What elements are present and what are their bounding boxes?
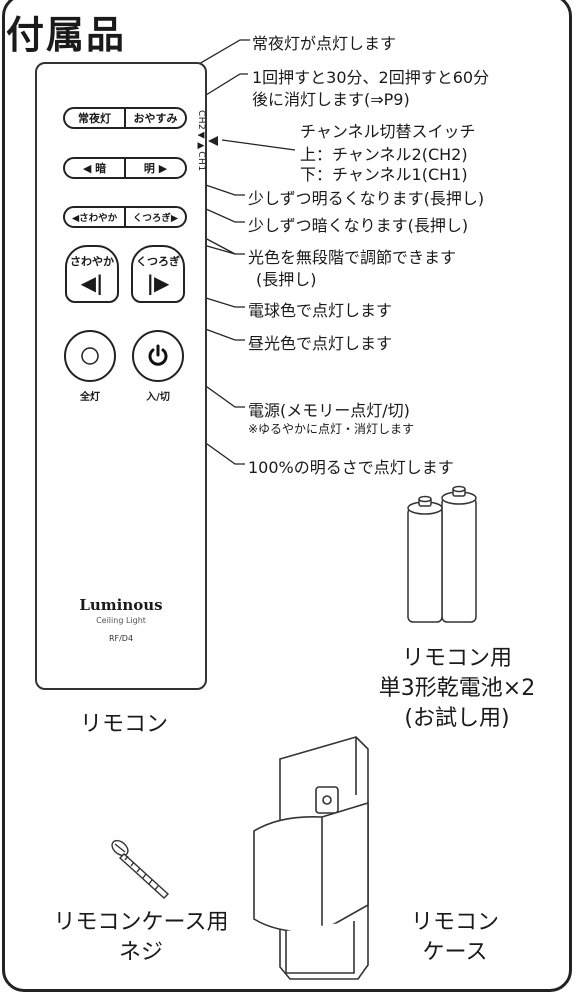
battery-caption-1: リモコン用 <box>401 646 512 671</box>
channel-switch-marks: CH2◀▶CH1 <box>196 110 206 172</box>
remote-caption: リモコン <box>80 712 169 737</box>
case-caption-1: リモコン <box>410 910 499 935</box>
remote-case-icon <box>253 736 369 980</box>
annotation-color-1: 光色を無段階で調節できます <box>248 248 457 267</box>
annotation-color-2: (長押し) <box>256 270 317 289</box>
full-light-button[interactable] <box>64 330 116 382</box>
annotation-warm: 電球色で点灯します <box>248 301 393 320</box>
power-icon <box>148 344 168 366</box>
power-button[interactable] <box>132 330 184 382</box>
power-label: 入/切 <box>146 392 170 403</box>
annotation-channel-down: 下：チャンネル1(CH1) <box>300 165 468 184</box>
annotation-brighter: 少しずつ明るくなります(長押し) <box>248 189 485 208</box>
full-light-label: 全灯 <box>80 392 100 403</box>
brighter-button[interactable]: 明 ▶ <box>124 159 185 177</box>
sleep-button[interactable]: おやすみ <box>124 109 185 127</box>
brand-name: Luminous <box>79 596 163 614</box>
kutsurogi-step-button[interactable]: くつろぎ▶ <box>124 208 185 226</box>
subbrand: Ceiling Light <box>96 616 146 625</box>
battery-icon <box>407 485 477 623</box>
model-number: RF/D4 <box>108 634 134 643</box>
remote-control: 常夜灯 おやすみ ◀ 暗 明 ▶ ◀さわやか くつろぎ▶ さわやか ◀| くつろ… <box>35 62 207 690</box>
brighter-label: 明 <box>143 162 155 175</box>
annotation-sleep-1: 1回押すと30分、2回押すと60分 <box>252 68 490 87</box>
kutsurogi-button[interactable]: くつろぎ |▶ <box>131 245 185 303</box>
annotation-night: 常夜灯が点灯します <box>252 34 397 53</box>
sawayaka-button[interactable]: さわやか ◀| <box>65 245 119 303</box>
annotation-daylight: 昼光色で点灯します <box>248 334 393 353</box>
annotation-darker: 少しずつ暗くなります(長押し) <box>248 216 469 235</box>
night-light-button[interactable]: 常夜灯 <box>78 112 111 125</box>
battery-caption-3: (お試し用) <box>404 706 510 731</box>
sawayaka-step-button[interactable]: ◀さわやか <box>71 213 118 224</box>
annotation-channel-up: 上：チャンネル2(CH2) <box>300 145 468 164</box>
left-triangle-icon: ◀ <box>82 161 92 175</box>
leader-channel <box>221 139 296 151</box>
kutsurogi-label: くつろぎ <box>136 255 180 268</box>
battery-caption-2: 単3形乾電池×2 <box>378 676 536 701</box>
screw-icon <box>111 839 170 899</box>
annotation-power-2: ※ゆるやかに点灯・消灯します <box>248 422 415 436</box>
screw-caption-1: リモコンケース用 <box>53 910 229 935</box>
darker-label: 暗 <box>95 162 107 175</box>
case-caption-2: ケース <box>422 940 488 965</box>
night-sleep-button-pair: 常夜灯 おやすみ <box>63 107 187 129</box>
annotation-power-1: 電源(メモリー点灯/切) <box>248 401 410 420</box>
skip-back-icon: ◀| <box>80 271 104 295</box>
annotation-sleep-2: 後に消灯します(⇒P9) <box>252 90 410 109</box>
brightness-button-pair: ◀ 暗 明 ▶ <box>63 157 187 179</box>
sawayaka-label: さわやか <box>70 255 114 268</box>
darker-button[interactable]: ◀ 暗 <box>65 159 124 177</box>
skip-forward-icon: |▶ <box>146 271 170 295</box>
screw-caption-2: ネジ <box>118 940 163 965</box>
right-triangle-icon: ▶ <box>158 161 168 175</box>
channel-switch-icon <box>208 136 218 146</box>
color-step-button-pair: ◀さわやか くつろぎ▶ <box>63 206 187 228</box>
page-title: 付属品 <box>6 13 127 57</box>
circle-icon <box>81 347 99 365</box>
annotation-full: 100%の明るさで点灯します <box>248 458 454 477</box>
annotation-channel-title: チャンネル切替スイッチ <box>300 122 476 141</box>
